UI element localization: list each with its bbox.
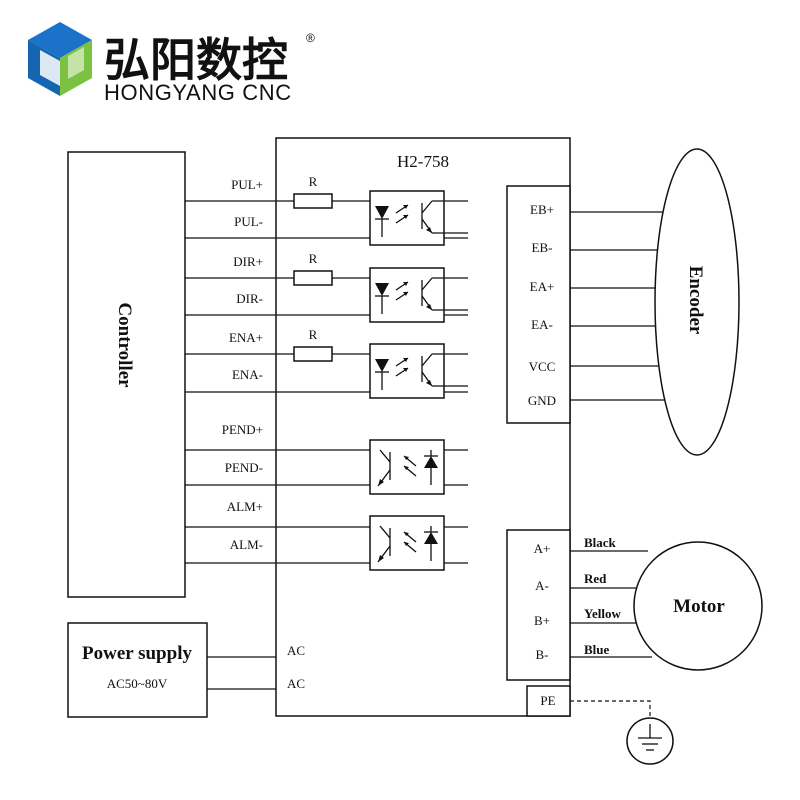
- encoder-pin-eb-plus: EB+: [530, 202, 554, 217]
- encoder-pin-eb-minus: EB-: [532, 240, 553, 255]
- encoder-pin-vcc: VCC: [529, 359, 556, 374]
- encoder-label: Encoder: [685, 266, 706, 335]
- motor-wire-yellow: Yellow: [584, 606, 621, 621]
- encoder-pin-ea-plus: EA+: [530, 279, 555, 294]
- ground-icon: [626, 717, 674, 765]
- signal-label-pend-minus: PEND-: [225, 460, 263, 475]
- optocoupler-alm-icon: [369, 515, 445, 571]
- signal-label-ena-plus: ENA+: [229, 330, 263, 345]
- encoder-terminal-block: [506, 185, 571, 424]
- resistor-label-dir: R: [309, 251, 318, 266]
- signal-label-ena-minus: ENA-: [232, 367, 263, 382]
- signal-label-dir-minus: DIR-: [236, 291, 263, 306]
- motor-pin-a-plus: A+: [534, 541, 551, 556]
- resistor-label-ena: R: [309, 327, 318, 342]
- signal-label-dir-plus: DIR+: [233, 254, 263, 269]
- motor-wire-blue: Blue: [584, 642, 610, 657]
- brand-name-cn: 弘阳数控: [104, 33, 288, 87]
- signal-label-pend-plus: PEND+: [222, 422, 263, 437]
- motor-shape: [633, 541, 763, 671]
- motor-terminal-block: [506, 529, 571, 681]
- pe-label: PE: [540, 693, 555, 708]
- resistor-ena: [293, 346, 370, 362]
- pe-dashed-wire: [570, 700, 651, 718]
- encoder-wires: [570, 211, 664, 401]
- brand-logo: [28, 22, 92, 96]
- motor-wire-red: Red: [584, 571, 607, 586]
- power-wires: [207, 656, 276, 690]
- optocoupler-pend-icon: [369, 439, 445, 495]
- driver-model: H2-758: [397, 152, 449, 171]
- signal-label-alm-plus: ALM+: [227, 499, 263, 514]
- resistor-pul: [293, 193, 370, 209]
- motor-pin-a-minus: A-: [535, 578, 549, 593]
- power-terminal-ac-1: AC: [287, 643, 305, 658]
- motor-wires: [570, 550, 652, 658]
- power-supply-box: [67, 622, 208, 718]
- encoder-pin-ea-minus: EA-: [531, 317, 553, 332]
- encoder-pin-gnd: GND: [528, 393, 556, 408]
- motor-label: Motor: [673, 596, 725, 617]
- power-terminal-ac-2: AC: [287, 676, 305, 691]
- encoder-shape: [654, 148, 740, 456]
- power-supply-spec: AC50~80V: [107, 676, 168, 691]
- controller-box: [67, 151, 186, 598]
- motor-wire-black: Black: [584, 535, 617, 550]
- brand-name-en: HONGYANG CNC: [104, 80, 292, 105]
- optocoupler-dir-icon: [369, 267, 468, 323]
- resistor-label-pul: R: [309, 174, 318, 189]
- optocoupler-pul-icon: [369, 190, 468, 246]
- controller-label: Controller: [114, 302, 135, 388]
- registered-mark: ®: [306, 31, 315, 45]
- signal-label-alm-minus: ALM-: [230, 537, 263, 552]
- pe-terminal: [526, 685, 571, 717]
- signal-label-pul-plus: PUL+: [231, 177, 263, 192]
- optocoupler-ena-icon: [369, 343, 468, 399]
- resistor-dir: [293, 270, 370, 286]
- motor-pin-b-plus: B+: [534, 613, 550, 628]
- motor-pin-b-minus: B-: [536, 647, 549, 662]
- power-supply-title: Power supply: [82, 643, 192, 664]
- signal-label-pul-minus: PUL-: [234, 214, 263, 229]
